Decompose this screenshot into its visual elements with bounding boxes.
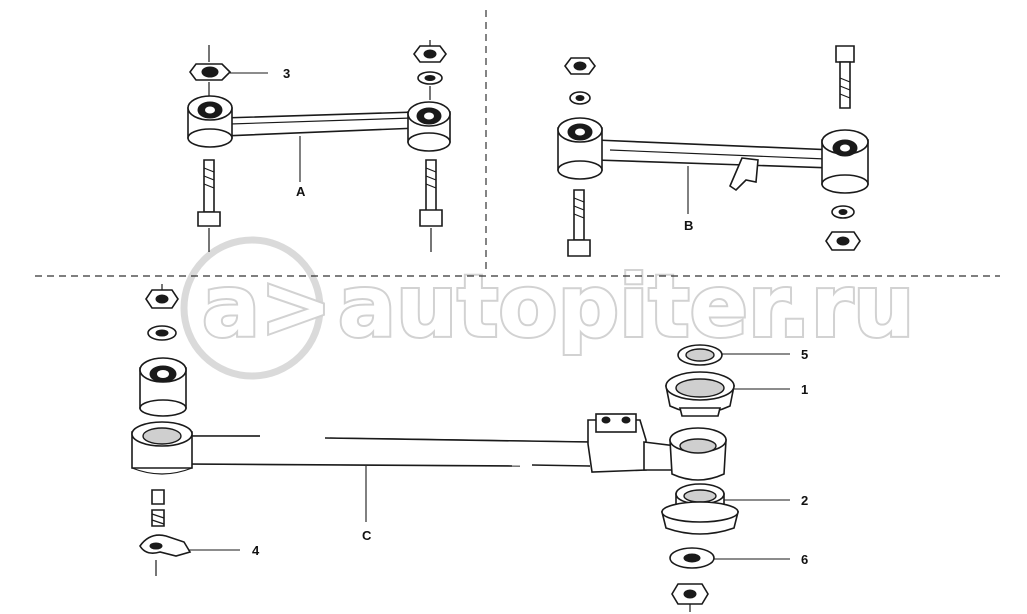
- nut-c-top: [145, 289, 179, 309]
- nut-b-left: [564, 57, 596, 75]
- bushing-part-1: [665, 371, 735, 417]
- clip-part-4: [139, 534, 192, 557]
- bushing-b-left: [557, 117, 603, 180]
- watermark-text: autopiter.ru: [338, 257, 914, 357]
- label-a: A: [296, 184, 306, 199]
- assembly-a: A 3: [187, 40, 451, 252]
- nut-a-right: [413, 45, 447, 63]
- assembly-b: B: [557, 45, 869, 257]
- rod-b-bracket: [729, 157, 759, 192]
- label-5: 5: [801, 347, 808, 362]
- nut-c-bottom: [671, 583, 709, 605]
- label-b: B: [684, 218, 693, 233]
- washer-c-top: [147, 325, 177, 341]
- washer-a-right: [417, 71, 443, 85]
- bolt-c-bottom: [151, 489, 165, 527]
- bushing-c-left: [139, 357, 187, 417]
- rod-a: [221, 111, 419, 137]
- washer-part-6: [669, 547, 715, 569]
- label-c: C: [362, 528, 372, 543]
- bolt-a-right: [419, 159, 443, 252]
- label-6: 6: [801, 552, 808, 567]
- rod-c-clamp-housing: [587, 413, 677, 473]
- washer-b-right: [831, 205, 855, 219]
- bushing-b-right: [821, 129, 869, 194]
- rod-c-left-eye: [131, 421, 193, 475]
- bolt-a-left: [197, 159, 221, 252]
- label-2: 2: [801, 493, 808, 508]
- washer-b-left: [569, 91, 591, 105]
- rod-c-right-socket: [669, 427, 727, 481]
- assembly-c: C 5 1 2 6 4: [131, 284, 808, 612]
- bushing-part-2: [660, 483, 740, 535]
- nut-part-3: [189, 63, 232, 81]
- bolt-b-right: [835, 45, 855, 109]
- watermark-logo-ring: [180, 236, 324, 380]
- bolt-b-left: [567, 189, 591, 257]
- bushing-a-right: [407, 101, 451, 152]
- label-4: 4: [252, 543, 260, 558]
- label-3: 3: [283, 66, 290, 81]
- watermark: a> autopiter.ru: [180, 236, 916, 380]
- washer-part-5: [677, 344, 723, 366]
- nut-b-right: [825, 231, 861, 251]
- watermark-logo-mark: a>: [202, 257, 332, 357]
- label-1: 1: [801, 382, 808, 397]
- bushing-a-left: [187, 95, 233, 148]
